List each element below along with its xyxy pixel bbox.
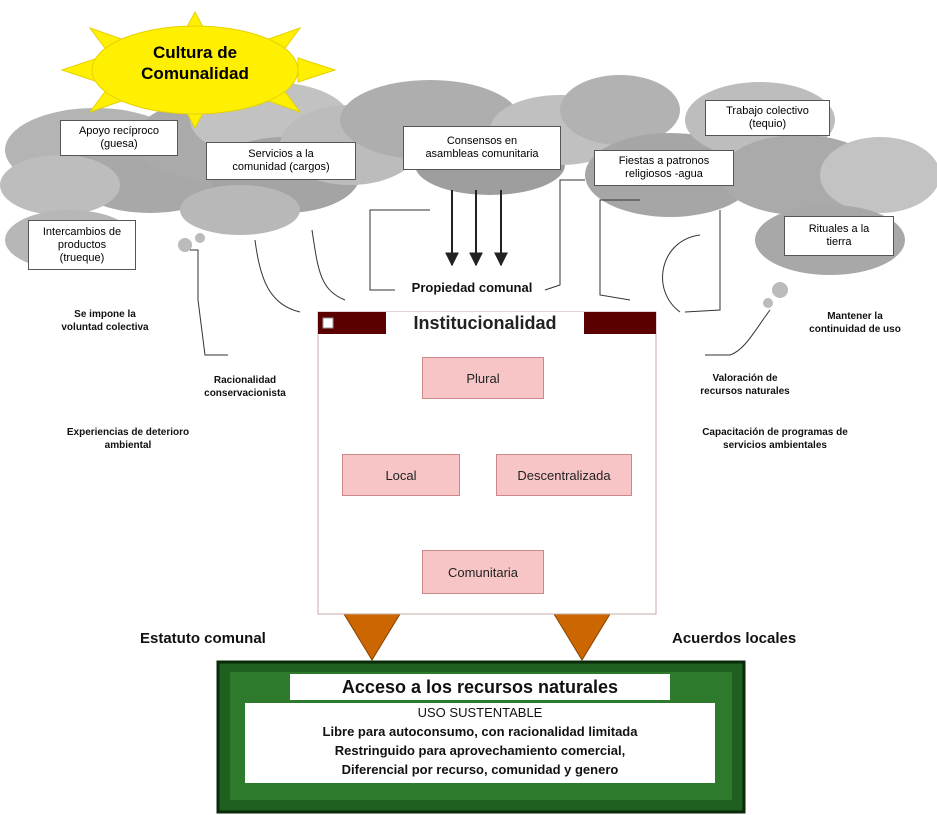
racionalidad-line2: conservacionista xyxy=(204,388,286,399)
institucionalidad-title-bg xyxy=(386,312,584,334)
label-capacitacion: Capacitación de programas de servicios a… xyxy=(660,426,890,452)
cloud-fiestas: Fiestas a patronos religiosos -agua xyxy=(594,150,734,186)
label-mantener: Mantener la continuidad de uso xyxy=(780,310,930,336)
intercambios-line2: productos xyxy=(57,238,107,251)
servicios-line2: comunidad (cargos) xyxy=(232,161,330,173)
cloud-intercambios: Intercambios de productos (trueque) xyxy=(28,220,136,270)
acceso-line2: Restringuido para aprovechamiento comerc… xyxy=(334,743,626,758)
impone-line1: Se impone la xyxy=(74,309,136,320)
servicios-line1: Servicios a la xyxy=(248,148,314,160)
label-estatuto: Estatuto comunal xyxy=(140,630,266,647)
node-local: Local xyxy=(342,454,460,496)
apoyo-line1: Apoyo recíproco xyxy=(78,125,160,137)
sun-shape xyxy=(60,10,337,130)
label-valoracion: Valoración de recursos naturales xyxy=(670,372,820,398)
fiestas-line2: religiosos -agua xyxy=(625,168,703,180)
label-impone: Se impone la voluntad colectiva xyxy=(30,308,180,334)
trabajo-line2: (tequio) xyxy=(748,118,787,130)
sun-title-line2: Comunalidad xyxy=(141,64,249,83)
node-comunitaria: Comunitaria xyxy=(422,550,544,594)
sun-title-line1: Cultura de xyxy=(152,43,238,62)
connector-lines xyxy=(190,179,771,356)
consensos-line2: asambleas comunitaria xyxy=(425,148,539,160)
mantener-line2: continuidad de uso xyxy=(809,324,901,335)
sun-title: Cultura de Comunalidad xyxy=(115,42,275,84)
acceso-line1: Libre para autoconsumo, con racionalidad… xyxy=(322,724,638,739)
cloud-consensos: Consensos en asambleas comunitaria xyxy=(403,126,561,170)
cloud-trabajo: Trabajo colectivo (tequio) xyxy=(705,100,830,136)
valoracion-line1: Valoración de xyxy=(712,373,778,384)
label-acuerdos: Acuerdos locales xyxy=(672,630,797,647)
intercambios-line3: (trueque) xyxy=(59,251,105,264)
acceso-uso: USO SUSTENTABLE xyxy=(417,705,543,720)
cloud-apoyo: Apoyo recíproco (guesa) xyxy=(60,120,178,156)
institucionalidad-title: Institucionalidad xyxy=(413,313,557,333)
acceso-line3: Diferencial por recurso, comunidad y gen… xyxy=(341,762,619,777)
label-racionalidad: Racionalidad conservacionista xyxy=(170,374,320,400)
consensos-line1: Consensos en xyxy=(446,135,518,147)
valoracion-line2: recursos naturales xyxy=(700,386,790,397)
fiestas-line1: Fiestas a patronos xyxy=(618,155,710,167)
racionalidad-line1: Racionalidad xyxy=(213,375,277,386)
intercambios-line1: Intercambios de xyxy=(42,225,122,238)
consensus-arrows xyxy=(445,190,508,267)
propiedad-comunal: Propiedad comunal xyxy=(411,280,533,295)
acceso-body: USO SUSTENTABLE Libre para autoconsumo, … xyxy=(245,703,715,783)
impone-line2: voluntad colectiva xyxy=(61,322,149,333)
capacitacion-line2: servicios ambientales xyxy=(723,440,827,451)
trabajo-line1: Trabajo colectivo xyxy=(726,105,809,117)
experiencias-line2: ambiental xyxy=(104,440,152,451)
rituales-line1: Rituales a la xyxy=(808,223,870,235)
node-plural: Plural xyxy=(422,357,544,399)
experiencias-line1: Experiencias de deterioro xyxy=(66,427,190,438)
cloud-servicios: Servicios a la comunidad (cargos) xyxy=(206,142,356,180)
acceso-title: Acceso a los recursos naturales xyxy=(290,674,670,700)
rituales-line2: tierra xyxy=(826,236,852,248)
apoyo-line2: (guesa) xyxy=(100,138,138,150)
window-icon xyxy=(322,317,334,329)
label-experiencias: Experiencias de deterioro ambiental xyxy=(28,426,228,452)
mantener-line1: Mantener la xyxy=(827,311,883,322)
capacitacion-line1: Capacitación de programas de xyxy=(702,427,848,438)
cloud-rituales: Rituales a la tierra xyxy=(784,216,894,256)
node-descentralizada: Descentralizada xyxy=(496,454,632,496)
